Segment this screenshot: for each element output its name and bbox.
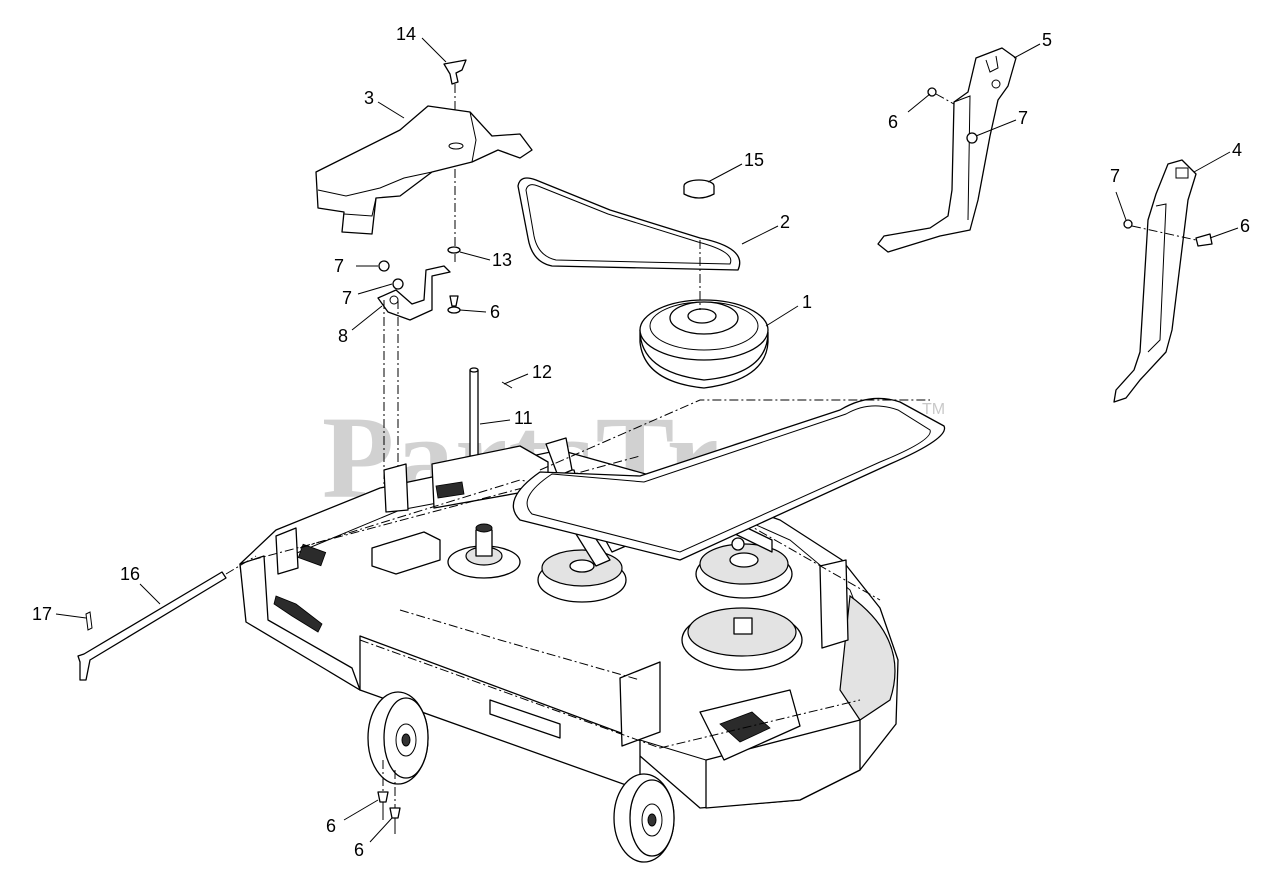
front-left-wheel	[367, 691, 429, 785]
part-2-belt	[517, 177, 741, 271]
part-5-bracket	[877, 47, 1017, 253]
callout-7-bracket-4: 7	[1110, 166, 1120, 186]
callout-2: 2	[780, 212, 790, 232]
callout-8: 8	[338, 326, 348, 346]
part-15-cap	[683, 179, 715, 199]
callout-11: 11	[514, 408, 533, 428]
callout-1: 1	[802, 292, 812, 312]
part-17-pin	[85, 611, 93, 631]
callout-6-bracket-5: 6	[888, 112, 898, 132]
callout-6-bottom-a: 6	[326, 816, 336, 836]
callout-7-bracket-5: 7	[1018, 108, 1028, 128]
callout-16: 16	[120, 564, 140, 584]
callout-15: 15	[744, 150, 764, 170]
callout-4: 4	[1232, 140, 1242, 160]
callout-12: 12	[532, 362, 552, 382]
callout-17: 17	[32, 604, 52, 624]
callout-6-arm: 6	[490, 302, 500, 322]
callout-14: 14	[396, 24, 416, 44]
callout-6-bottom-b: 6	[354, 840, 364, 860]
callouts: 14 3 15 2 1 5 6 7 4 7 6 7 7 13 6 8 12 11…	[32, 24, 1250, 860]
callout-6-bracket-4: 6	[1240, 216, 1250, 236]
part-16-rod	[77, 555, 257, 681]
part-8-idler-arm	[377, 246, 461, 540]
leader-lines	[55, 37, 1239, 843]
callout-7-upper: 7	[334, 256, 344, 276]
part-1-pulley	[639, 240, 769, 389]
part-3-belt-cover	[315, 105, 533, 235]
part-4-bracket	[1113, 159, 1213, 403]
watermark-trademark: TM	[922, 401, 945, 418]
deck-belt	[512, 397, 946, 561]
callout-3: 3	[364, 88, 374, 108]
callout-5: 5	[1042, 30, 1052, 50]
callout-13: 13	[492, 250, 512, 270]
callout-7-lower: 7	[342, 288, 352, 308]
part-6-bolts-bottom	[377, 760, 401, 834]
front-right-wheel	[613, 773, 675, 863]
